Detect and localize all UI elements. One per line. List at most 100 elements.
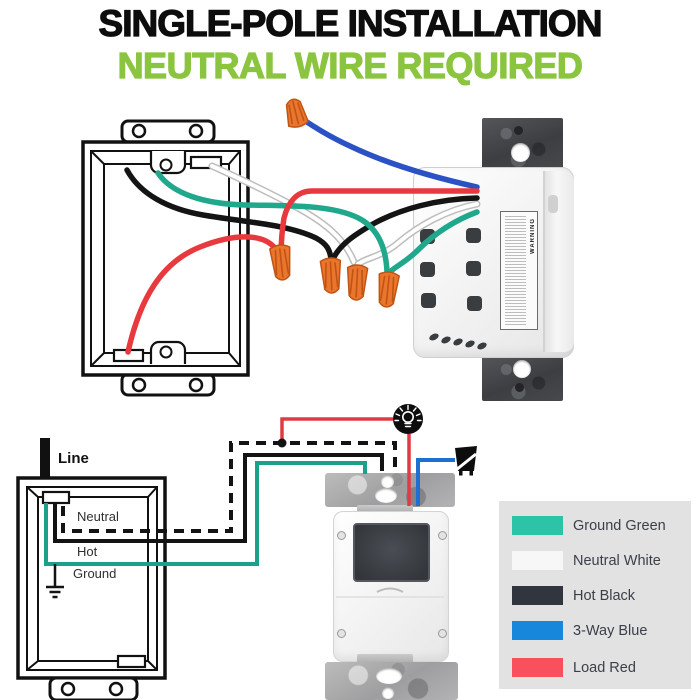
screw-tab-hole [159, 158, 173, 172]
line-label: Line [58, 450, 89, 467]
label-fine-print [505, 216, 526, 325]
line-ground-green [44, 461, 367, 566]
switch-ear-bottom [357, 654, 413, 664]
device-mounting-bracket-top [482, 118, 563, 170]
box-outer [16, 476, 167, 680]
switch-screw [438, 629, 447, 638]
strap-oval-hole [375, 488, 397, 503]
ground-symbol [46, 564, 64, 599]
device-warning-label: WARNING [500, 211, 538, 330]
wire-nut-blue [285, 98, 310, 128]
wire-hot-black [330, 195, 480, 262]
switch-strap-top [325, 473, 455, 507]
box-tab-top [120, 119, 216, 144]
swatch-load-red [512, 658, 563, 677]
junction-dot [277, 438, 287, 448]
cable-clamp [189, 155, 223, 170]
terminal-hole [420, 262, 435, 277]
terminal-hole [466, 261, 481, 276]
screw-tab-hole [159, 345, 173, 359]
strap-hole [381, 475, 394, 488]
page-subtitle: NEUTRAL WIRE REQUIRED [117, 44, 584, 86]
circuit-lines [44, 417, 455, 599]
terminal-hole [466, 228, 481, 243]
swatch-3way-blue [512, 621, 563, 640]
tab-hole [131, 123, 147, 139]
strap-hole [382, 687, 394, 699]
switch-strap-bottom [325, 662, 458, 700]
swatch-ground-green [512, 516, 563, 535]
tab-hole [108, 681, 124, 697]
wire-neutral-white [356, 202, 479, 266]
line-cable [40, 438, 50, 480]
neutral-label: Neutral [77, 509, 119, 524]
wire-nut-black [319, 257, 342, 294]
page-title: SINGLE-POLE INSTALLATION [98, 2, 603, 44]
bracket-screw-hole [515, 383, 524, 392]
tab-hole [131, 377, 147, 393]
cable-clamp [41, 490, 71, 505]
ground-label: Ground [73, 566, 117, 581]
swatch-neutral-white [512, 551, 563, 570]
hot-label: Hot [77, 544, 98, 559]
swatch-hot-black [512, 586, 563, 605]
box-bevels [26, 486, 158, 671]
switch-screw [337, 531, 346, 540]
bracket-hole [513, 360, 531, 378]
box-bevels [90, 150, 241, 367]
tab-hole [60, 681, 76, 697]
legend-item-load-red: Load Red [512, 658, 636, 677]
bracket-hole [511, 143, 530, 162]
bracket-screw-hole [514, 126, 523, 135]
legend-label: Ground Green [573, 517, 666, 534]
line-3way-blue [416, 458, 455, 506]
switch-screen [353, 523, 430, 582]
switch-screw [337, 629, 346, 638]
wire-color-legend: Ground Green Neutral White Hot Black 3-W… [499, 501, 691, 689]
legend-item-3way-blue: 3-Way Blue [512, 621, 647, 640]
line-load-red [280, 417, 393, 440]
wire-nut-red [268, 244, 291, 281]
box-screw-tab-bottom [149, 340, 187, 364]
wire-load-red [278, 188, 480, 261]
box-screw-tab-top [149, 151, 187, 175]
legend-label: Load Red [573, 659, 636, 676]
tab-hole [188, 123, 204, 139]
line-hot-black [53, 453, 384, 543]
box-outer [81, 140, 250, 377]
device-side-plate [543, 171, 574, 352]
switch-ear-top [357, 505, 413, 513]
device-mounting-bracket-bottom [482, 356, 563, 401]
terminal-hole [467, 296, 482, 311]
wire-nut-white [346, 264, 369, 301]
top-wires [124, 115, 481, 355]
wire-nuts [268, 98, 401, 308]
tab-hole [188, 377, 204, 393]
legend-label: Hot Black [573, 587, 636, 604]
box-inner [26, 486, 158, 671]
box-tab-bottom [120, 372, 216, 397]
cable-clamp [116, 654, 147, 669]
wire-hot-black [124, 167, 334, 262]
gang-box-top [81, 119, 250, 397]
wall-light-icon [455, 446, 477, 476]
wire-3way-blue [298, 115, 480, 190]
legend-label: Neutral White [573, 552, 661, 569]
switch-screw [438, 531, 447, 540]
box-innermost [37, 496, 149, 662]
legend-label: 3-Way Blue [573, 622, 648, 639]
legend-item-ground-green: Ground Green [512, 516, 666, 535]
wire-ground-green [155, 170, 390, 275]
switch-paddle-notch [376, 587, 404, 593]
terminal-hole [421, 293, 436, 308]
light-bulb-icon [393, 404, 423, 434]
legend-item-hot-black: Hot Black [512, 586, 635, 605]
device-hinge-notch [548, 195, 558, 213]
wire-nut-green [378, 271, 401, 308]
wire-ground-green [387, 209, 480, 275]
line-neutral-dashed [61, 441, 397, 533]
legend-item-neutral-white: Neutral White [512, 551, 661, 570]
gang-box-bottom [16, 438, 167, 700]
